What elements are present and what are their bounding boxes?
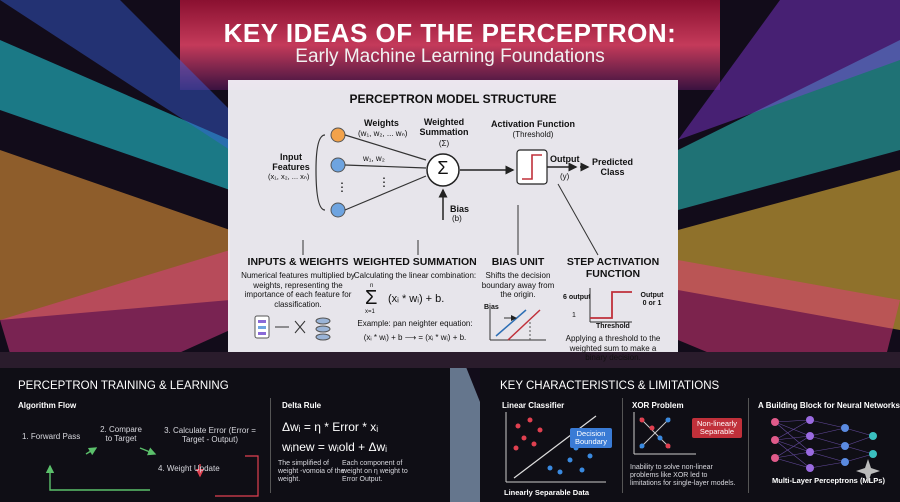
database-icon bbox=[254, 315, 331, 341]
decision-boundary-badge: Decision Boundary bbox=[570, 428, 612, 448]
limitations-heading: KEY CHARACTERISTICS & LIMITATIONS bbox=[500, 380, 720, 392]
divider bbox=[270, 398, 271, 493]
bias-graph bbox=[489, 305, 546, 341]
training-heading: PERCEPTRON TRAINING & LEARNING bbox=[18, 380, 229, 392]
bias-var: (b) bbox=[452, 214, 462, 223]
weights-label: Weights bbox=[364, 118, 399, 128]
page-subtitle: Early Machine Learning Foundations bbox=[295, 46, 605, 67]
linear-classifier-label: Linear Classifier bbox=[502, 401, 565, 410]
bias-label: Bias bbox=[450, 204, 470, 214]
activation-label: Activation Function bbox=[491, 119, 575, 129]
xor-text: Inability to solve non-linear problems l… bbox=[630, 464, 736, 487]
xor-plot bbox=[633, 412, 696, 455]
sum-formula: (xᵢ * wᵢ) + b. bbox=[388, 292, 445, 305]
sum-label: Weighted Summation bbox=[419, 117, 469, 137]
delta-note-2: Each component of weight on η weight to … bbox=[342, 460, 408, 483]
activation-sub: (Threshold) bbox=[512, 130, 554, 139]
card-step-text: Applying a threshold to the weighted sum… bbox=[565, 334, 661, 362]
card-inputs-text: Numerical features multiplied by weights… bbox=[241, 271, 355, 309]
weights-w12: w₁, w₂ bbox=[363, 154, 385, 163]
algorithm-flow-diagram bbox=[45, 447, 259, 497]
neural-network-icon bbox=[771, 416, 877, 472]
delta-eq-2: wᵢnew = wᵢold + Δwᵢ bbox=[282, 440, 388, 454]
nn-building-block-label: A Building Block for Neural Networks bbox=[758, 401, 900, 410]
sum-symbol-label: (Σ) bbox=[438, 139, 450, 148]
flow-step-4: 4. Weight Update bbox=[158, 464, 220, 473]
divider bbox=[748, 398, 749, 493]
card-weighted-summation: WEIGHTED SUMMATION Calculating the linea… bbox=[350, 256, 480, 342]
output-label: Output bbox=[550, 154, 580, 164]
step-y-label: 6 output bbox=[563, 294, 591, 301]
sum-top: n bbox=[370, 282, 374, 289]
step-one-label: 1 bbox=[572, 312, 576, 319]
flow-step-1: 1. Forward Pass bbox=[22, 432, 81, 441]
summation-node bbox=[426, 153, 460, 187]
card-bias-text: Shifts the decision boundary away from t… bbox=[481, 271, 555, 299]
page-title: KEY IDEAS OF THE PERCEPTRON: bbox=[223, 18, 677, 48]
input-node bbox=[330, 157, 346, 173]
non-linear-badge: Non-linearly Separable bbox=[692, 418, 742, 438]
delta-eq-1: Δwᵢ = η * Error * xᵢ bbox=[282, 420, 379, 434]
linearly-separable-label: Linearly Separable Data bbox=[504, 488, 590, 497]
step-threshold-label: Threshold bbox=[596, 323, 630, 330]
perceptron-model-panel: PERCEPTRON MODEL STRUCTURE ⋮ ⋮ Weights (… bbox=[228, 80, 678, 362]
svg-text:⋮: ⋮ bbox=[378, 175, 390, 189]
limitations-section: KEY CHARACTERISTICS & LIMITATIONS Linear… bbox=[480, 368, 900, 502]
delta-note-1: The simplified of weight -vomoia of the … bbox=[278, 460, 345, 483]
bias-graph-label: Bias bbox=[484, 303, 499, 311]
linear-classifier-plot bbox=[505, 412, 606, 483]
sum-bottom: x=1 bbox=[365, 308, 375, 315]
card-inputs-weights: INPUTS & WEIGHTS Numerical features mult… bbox=[238, 256, 358, 348]
card-step-activation: STEP ACTIVATION FUNCTION 6 output 1 Outp… bbox=[558, 256, 668, 363]
input-node bbox=[330, 127, 346, 143]
model-heading: PERCEPTRON MODEL STRUCTURE bbox=[349, 92, 557, 106]
algo-flow-label: Algorithm Flow bbox=[18, 401, 77, 410]
sigma-icon: Σ bbox=[437, 158, 449, 178]
flow-step-2: 2. Compare to Target bbox=[100, 425, 142, 443]
weights-vars: (w₁, w₂, ... wₙ) bbox=[358, 129, 408, 138]
input-vars: (x₁, x₂, ... xₙ) bbox=[268, 172, 310, 181]
card-inputs-title: INPUTS & WEIGHTS bbox=[247, 256, 349, 268]
step-function-graph bbox=[589, 288, 632, 323]
svg-text:⋮: ⋮ bbox=[336, 180, 348, 194]
input-label: Input Features bbox=[272, 152, 310, 172]
sum-example-formula: (xᵢ * wᵢ) + b ⟶ = (xᵢ * wᵢ) + b. bbox=[363, 333, 467, 342]
card-sum-text: Calculating the linear combination: bbox=[353, 271, 477, 280]
sum-sigma-icon: Σ bbox=[365, 286, 378, 309]
sparkle-icon bbox=[856, 459, 880, 483]
predicted-class-label: Predicted Class bbox=[591, 157, 633, 177]
card-bias-unit: BIAS UNIT Shifts the decision boundary a… bbox=[478, 256, 558, 344]
perceptron-diagram: ⋮ ⋮ bbox=[302, 127, 599, 256]
delta-rule-label: Delta Rule bbox=[282, 401, 322, 410]
divider bbox=[622, 398, 623, 493]
input-bracket bbox=[315, 134, 326, 211]
flow-step-3: 3. Calculate Error (Error = Target - Out… bbox=[164, 426, 256, 444]
input-node bbox=[330, 202, 346, 218]
training-section: PERCEPTRON TRAINING & LEARNING Algorithm… bbox=[0, 368, 450, 502]
xor-problem-label: XOR Problem bbox=[632, 401, 684, 410]
output-var: (y) bbox=[560, 172, 570, 181]
step-output-label: Output 0 or 1 bbox=[640, 292, 664, 307]
sum-example-label: Example: pan neighter equation: bbox=[357, 318, 473, 328]
mlp-label: Multi-Layer Perceptrons (MLPs) bbox=[772, 476, 885, 485]
card-sum-title: WEIGHTED SUMMATION bbox=[353, 256, 477, 268]
card-step-title: STEP ACTIVATION FUNCTION bbox=[566, 256, 660, 280]
card-bias-title: BIAS UNIT bbox=[491, 256, 545, 268]
